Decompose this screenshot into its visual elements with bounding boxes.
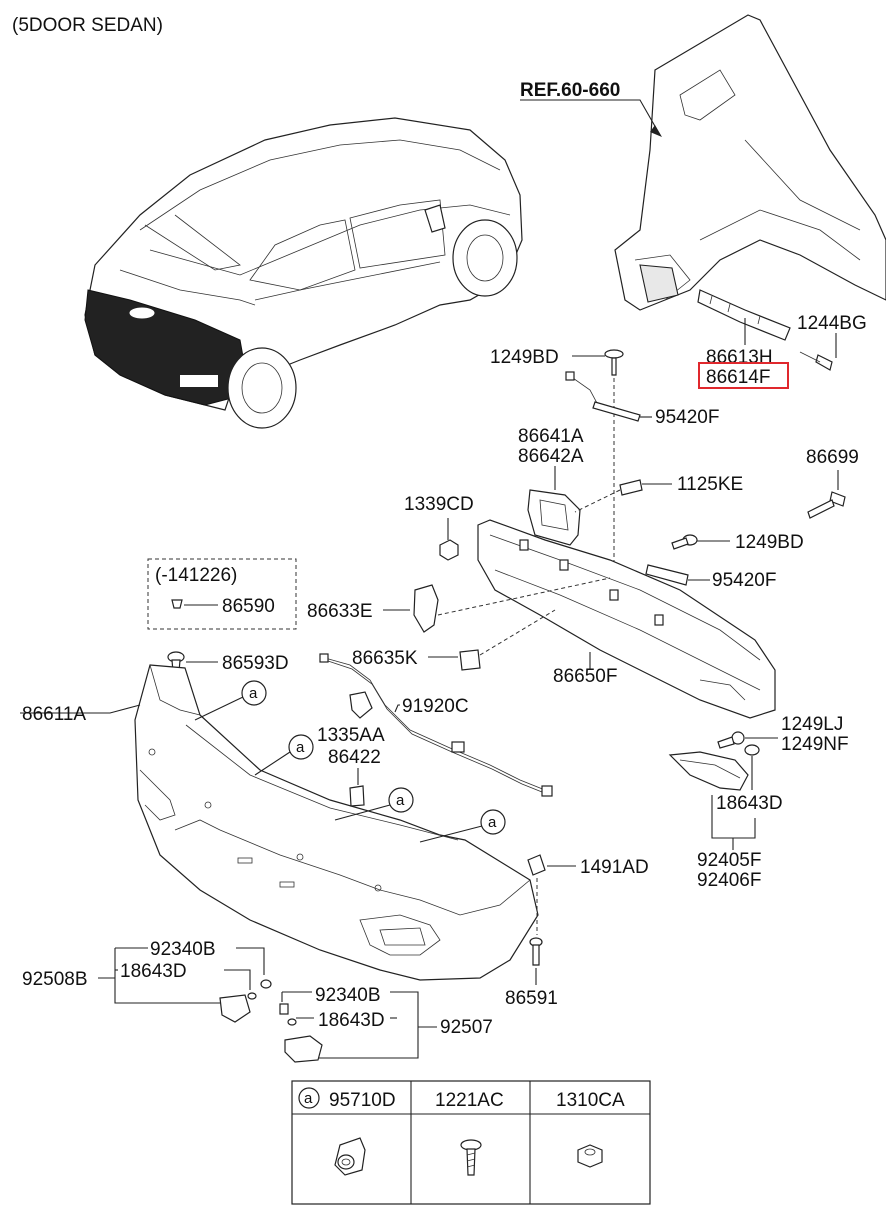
bolt-86699: [807, 491, 846, 519]
label-1249LJ: 1249LJ: [781, 714, 843, 735]
screw-1244BG: [799, 351, 833, 371]
label-date-range: (-141226): [155, 565, 237, 586]
date-range-box: [147, 558, 297, 630]
car-illustration: [84, 117, 523, 429]
label-86699: 86699: [806, 447, 859, 468]
label-86642A: 86642A: [518, 446, 584, 467]
bolt-1249BD-mid: [671, 534, 698, 550]
quarter-panel: [614, 14, 886, 311]
label-86611A: 86611A: [22, 704, 86, 725]
variant-label: (5DOOR SEDAN): [12, 15, 163, 36]
label-1249BD-mid: 1249BD: [735, 532, 804, 553]
label-1249NF: 1249NF: [781, 734, 849, 755]
highlight-box-86614F: [698, 362, 789, 389]
label-95420F-mid: 95420F: [712, 570, 776, 591]
back-beam-86650F: [477, 519, 776, 719]
label-1249BD-top: 1249BD: [490, 347, 559, 368]
label-92406F: 92406F: [697, 870, 761, 891]
callout-a-1: a: [194, 680, 267, 721]
parts-table: a 95710D 1221AC 1310CA: [291, 1080, 651, 1205]
label-86590: 86590: [222, 596, 275, 617]
label-92508B: 92508B: [22, 969, 88, 990]
callout-a-3: a: [334, 787, 414, 821]
reflector-92405F: [668, 751, 749, 791]
svg-text:a: a: [488, 814, 497, 831]
svg-text:a: a: [396, 792, 405, 809]
bumper-cover-86611A: [134, 664, 539, 981]
bulb-left: [260, 979, 272, 989]
label-1125KE: 1125KE: [677, 474, 743, 495]
label-92340B-left: 92340B: [150, 939, 216, 960]
bulb-right: [279, 1003, 289, 1015]
label-86633E: 86633E: [307, 601, 373, 622]
sensor-95420F-mid: [645, 564, 689, 586]
lamp-bulb: [744, 744, 760, 756]
label-1335AA: 1335AA: [317, 725, 385, 746]
callout-a-4: a: [419, 809, 506, 843]
lamp-socket-right: [284, 1035, 323, 1063]
label-86641A: 86641A: [518, 426, 584, 447]
label-1244BG: 1244BG: [797, 313, 867, 334]
svg-text:a: a: [304, 1090, 313, 1107]
callout-a-2: a: [254, 734, 314, 776]
table-circle-marker: [298, 1087, 320, 1109]
label-95420F-top: 95420F: [655, 407, 719, 428]
sensor-95420F-top: [565, 371, 641, 422]
screw-icon: [460, 1139, 482, 1176]
bolt-1249BD-top: [604, 349, 624, 376]
bracket-86633E: [413, 584, 439, 633]
parking-sensor-icon: [334, 1137, 366, 1176]
wiring-91920C: [319, 653, 553, 797]
bolt-1125KE: [619, 479, 643, 496]
table-header-95710D: 95710D: [329, 1090, 396, 1111]
screw-1249LJ: [717, 731, 745, 749]
label-86650F: 86650F: [553, 666, 617, 687]
label-86635K: 86635K: [352, 648, 418, 669]
label-92340B-right: 92340B: [315, 985, 381, 1006]
lamp-socket-left: [219, 994, 251, 1023]
table-header-1221AC: 1221AC: [435, 1090, 504, 1111]
part-86422: [349, 785, 365, 807]
svg-text:a: a: [249, 685, 258, 702]
label-18643D-right: 18643D: [716, 793, 783, 814]
label-18643D-lower: 18643D: [318, 1010, 385, 1031]
nut-icon: [577, 1144, 603, 1168]
label-91920C: 91920C: [402, 696, 469, 717]
bracket-86641A: [527, 489, 581, 546]
table-header-1310CA: 1310CA: [556, 1090, 625, 1111]
label-86593D: 86593D: [222, 653, 289, 674]
label-1339CD: 1339CD: [404, 494, 474, 515]
clip-86590: [171, 599, 183, 609]
label-92507: 92507: [440, 1017, 493, 1038]
label-86591: 86591: [505, 988, 558, 1009]
label-1491AD: 1491AD: [580, 857, 649, 878]
label-92405F: 92405F: [697, 850, 761, 871]
screw-86591: [529, 937, 543, 966]
label-18643D-left: 18643D: [120, 961, 187, 982]
svg-text:a: a: [296, 739, 305, 756]
label-86614F: 86614F: [706, 367, 770, 388]
side-bracket-86613H: [697, 289, 791, 341]
label-86422: 86422: [328, 747, 381, 768]
bracket-86635K: [459, 649, 481, 671]
nut-1339CD: [439, 539, 459, 561]
reference-label: REF.60-660: [520, 80, 620, 101]
label-86613H: 86613H: [706, 347, 773, 368]
clip-1491AD: [527, 854, 546, 876]
